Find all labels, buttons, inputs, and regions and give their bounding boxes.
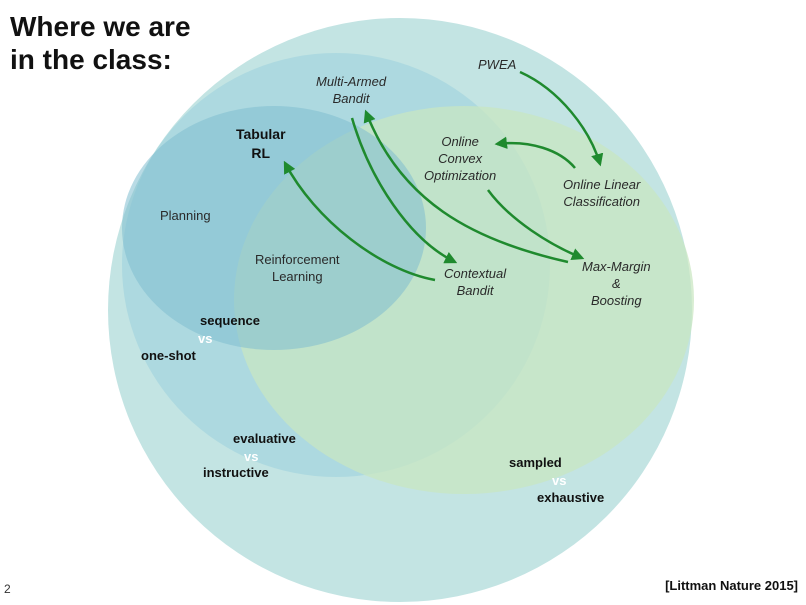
label-pwea: PWEA [478,57,517,72]
dim-sampled-vs: vs [552,473,567,488]
label-online-convex-optimization: Online Convex Optimization [424,133,496,184]
cb-line-2: Bandit [456,283,494,298]
dim-evaluative-vs: vs [244,449,259,464]
olc-line-1: Online Linear [563,177,641,192]
dim-sequence-vs: vs [198,331,213,346]
oco-line-2: Convex [438,151,483,166]
label-contextual-bandit: Contextual Bandit [444,265,506,299]
dim-sampled-top: sampled [509,455,562,470]
label-multi-armed-bandit: Multi-Armed Bandit [316,73,386,107]
label-online-linear-classification: Online Linear Classification [563,176,640,210]
tabular-rl-line-2: RL [251,145,271,161]
label-max-margin-boosting: Max-Margin & Boosting [582,258,651,309]
citation: [Littman Nature 2015] [665,578,798,593]
mab-line-1: Multi-Armed [316,74,387,89]
dim-sequence-top: sequence [200,313,260,328]
title-line-1: Where we are [10,11,191,42]
cb-line-1: Contextual [444,266,507,281]
mm-line-2: & [611,276,621,291]
dim-sampled-bottom: exhaustive [537,490,605,505]
label-tabular-rl: Tabular RL [236,125,286,163]
rl-line-1: Reinforcement [255,252,340,267]
sequence-circle [122,106,426,350]
arrow-pwea-to-olc [519,70,604,167]
dim-sequence-bottom: one-shot [141,348,196,363]
title-line-2: in the class: [10,44,172,75]
oco-line-3: Optimization [424,168,497,183]
arrow-maxmargin-to-bandit [363,109,569,264]
tabular-rl-line-1: Tabular [236,126,286,142]
page-number: 2 [4,582,11,596]
dim-evaluative-top: evaluative [233,431,296,446]
mab-line-2: Bandit [332,91,370,106]
mm-line-3: Boosting [591,293,642,308]
arrow-oco-to-maxmargin [486,189,585,261]
arrow-contextual-to-tabular [283,160,436,282]
oco-line-1: Online [441,134,479,149]
dim-evaluative-bottom: instructive [203,465,269,480]
olc-line-2: Classification [563,194,640,209]
arrow-bandit-to-contextual [350,117,458,264]
arrow-olc-to-oco [494,136,576,169]
mm-line-1: Max-Margin [582,259,651,274]
label-planning: Planning [160,208,211,223]
slide-title: Where we are in the class: [10,10,191,76]
rl-line-2: Learning [271,269,323,284]
label-reinforcement-learning: Reinforcement Learning [255,251,340,285]
